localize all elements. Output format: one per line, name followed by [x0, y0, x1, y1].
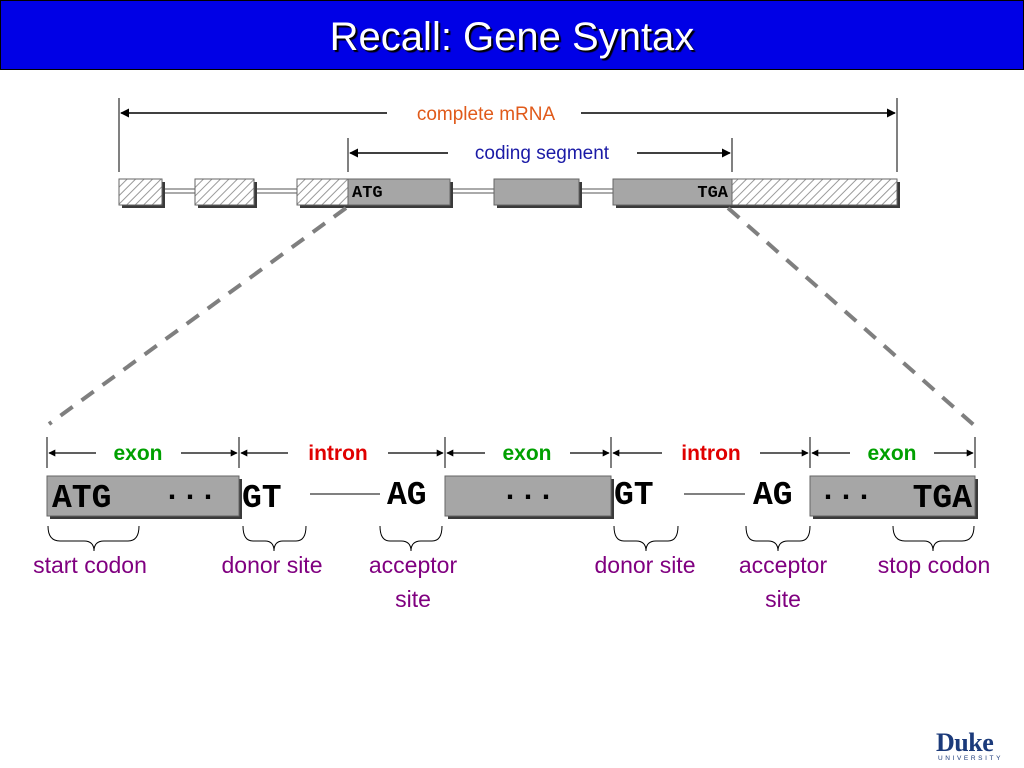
complete-mrna-span: complete mRNA: [118, 98, 898, 172]
coding-exon-3: [612, 178, 733, 206]
seq-ag-acceptor-1: AG: [387, 477, 427, 514]
seq-atg: ATG: [52, 480, 111, 517]
acceptor-site-label-2-line1: acceptor: [739, 552, 828, 578]
seq-gt-donor-1: GT: [242, 480, 282, 517]
sequence-row: ATG ··· GT AG ··· GT AG ··· TGA: [46, 475, 978, 519]
utr-exon-3-left: [296, 178, 349, 206]
duke-logo-name: Duke: [936, 728, 994, 757]
coding-segment-span: coding segment: [347, 138, 733, 172]
utr-exon-3-right: [731, 178, 898, 206]
acceptor-site-label-2-line2: site: [765, 586, 801, 612]
exon-box-3: [809, 475, 976, 517]
exon-label-1: exon: [113, 442, 162, 465]
exon-label-3: exon: [867, 442, 916, 465]
site-braces: [47, 525, 975, 552]
coding-exon-1: [347, 178, 451, 206]
zoom-lines: [47, 206, 977, 428]
utr-exon-1: [118, 178, 163, 206]
utr-exon-2: [194, 178, 255, 206]
seq-ag-acceptor-2: AG: [753, 477, 793, 514]
top-atg-label: ATG: [352, 184, 383, 203]
region-brackets: exon intron exon intron exon: [46, 437, 976, 468]
intron-label-2: intron: [681, 442, 740, 465]
donor-site-label-2: donor site: [594, 552, 695, 578]
slide-title: Recall: Gene Syntax: [329, 15, 695, 59]
site-labels: start codon donor site acceptor site don…: [33, 552, 990, 612]
top-tga-label: TGA: [697, 184, 728, 203]
title-bar: [0, 0, 1024, 70]
duke-logo: Duke UNIVERSITY: [930, 728, 1010, 764]
complete-mrna-label: complete mRNA: [417, 104, 556, 125]
donor-site-label-1: donor site: [221, 552, 322, 578]
seq-dots-1: ···: [163, 481, 217, 515]
stop-codon-label: stop codon: [878, 552, 991, 578]
acceptor-site-label-1-line2: site: [395, 586, 431, 612]
intron-label-1: intron: [308, 442, 367, 465]
coding-segment-label: coding segment: [475, 143, 610, 164]
exon-box-1: [46, 475, 240, 517]
exon-box-2: [444, 475, 612, 517]
seq-dots-2: ···: [501, 481, 555, 515]
start-codon-label: start codon: [33, 552, 147, 578]
duke-logo-sub: UNIVERSITY: [938, 755, 1004, 762]
seq-tga: TGA: [913, 480, 973, 517]
gene-model: ATG TGA: [118, 178, 900, 208]
acceptor-site-label-1-line1: acceptor: [369, 552, 458, 578]
seq-dots-3: ···: [819, 481, 873, 515]
exon-label-2: exon: [502, 442, 551, 465]
coding-exon-2: [493, 178, 580, 206]
seq-gt-donor-2: GT: [614, 477, 654, 514]
